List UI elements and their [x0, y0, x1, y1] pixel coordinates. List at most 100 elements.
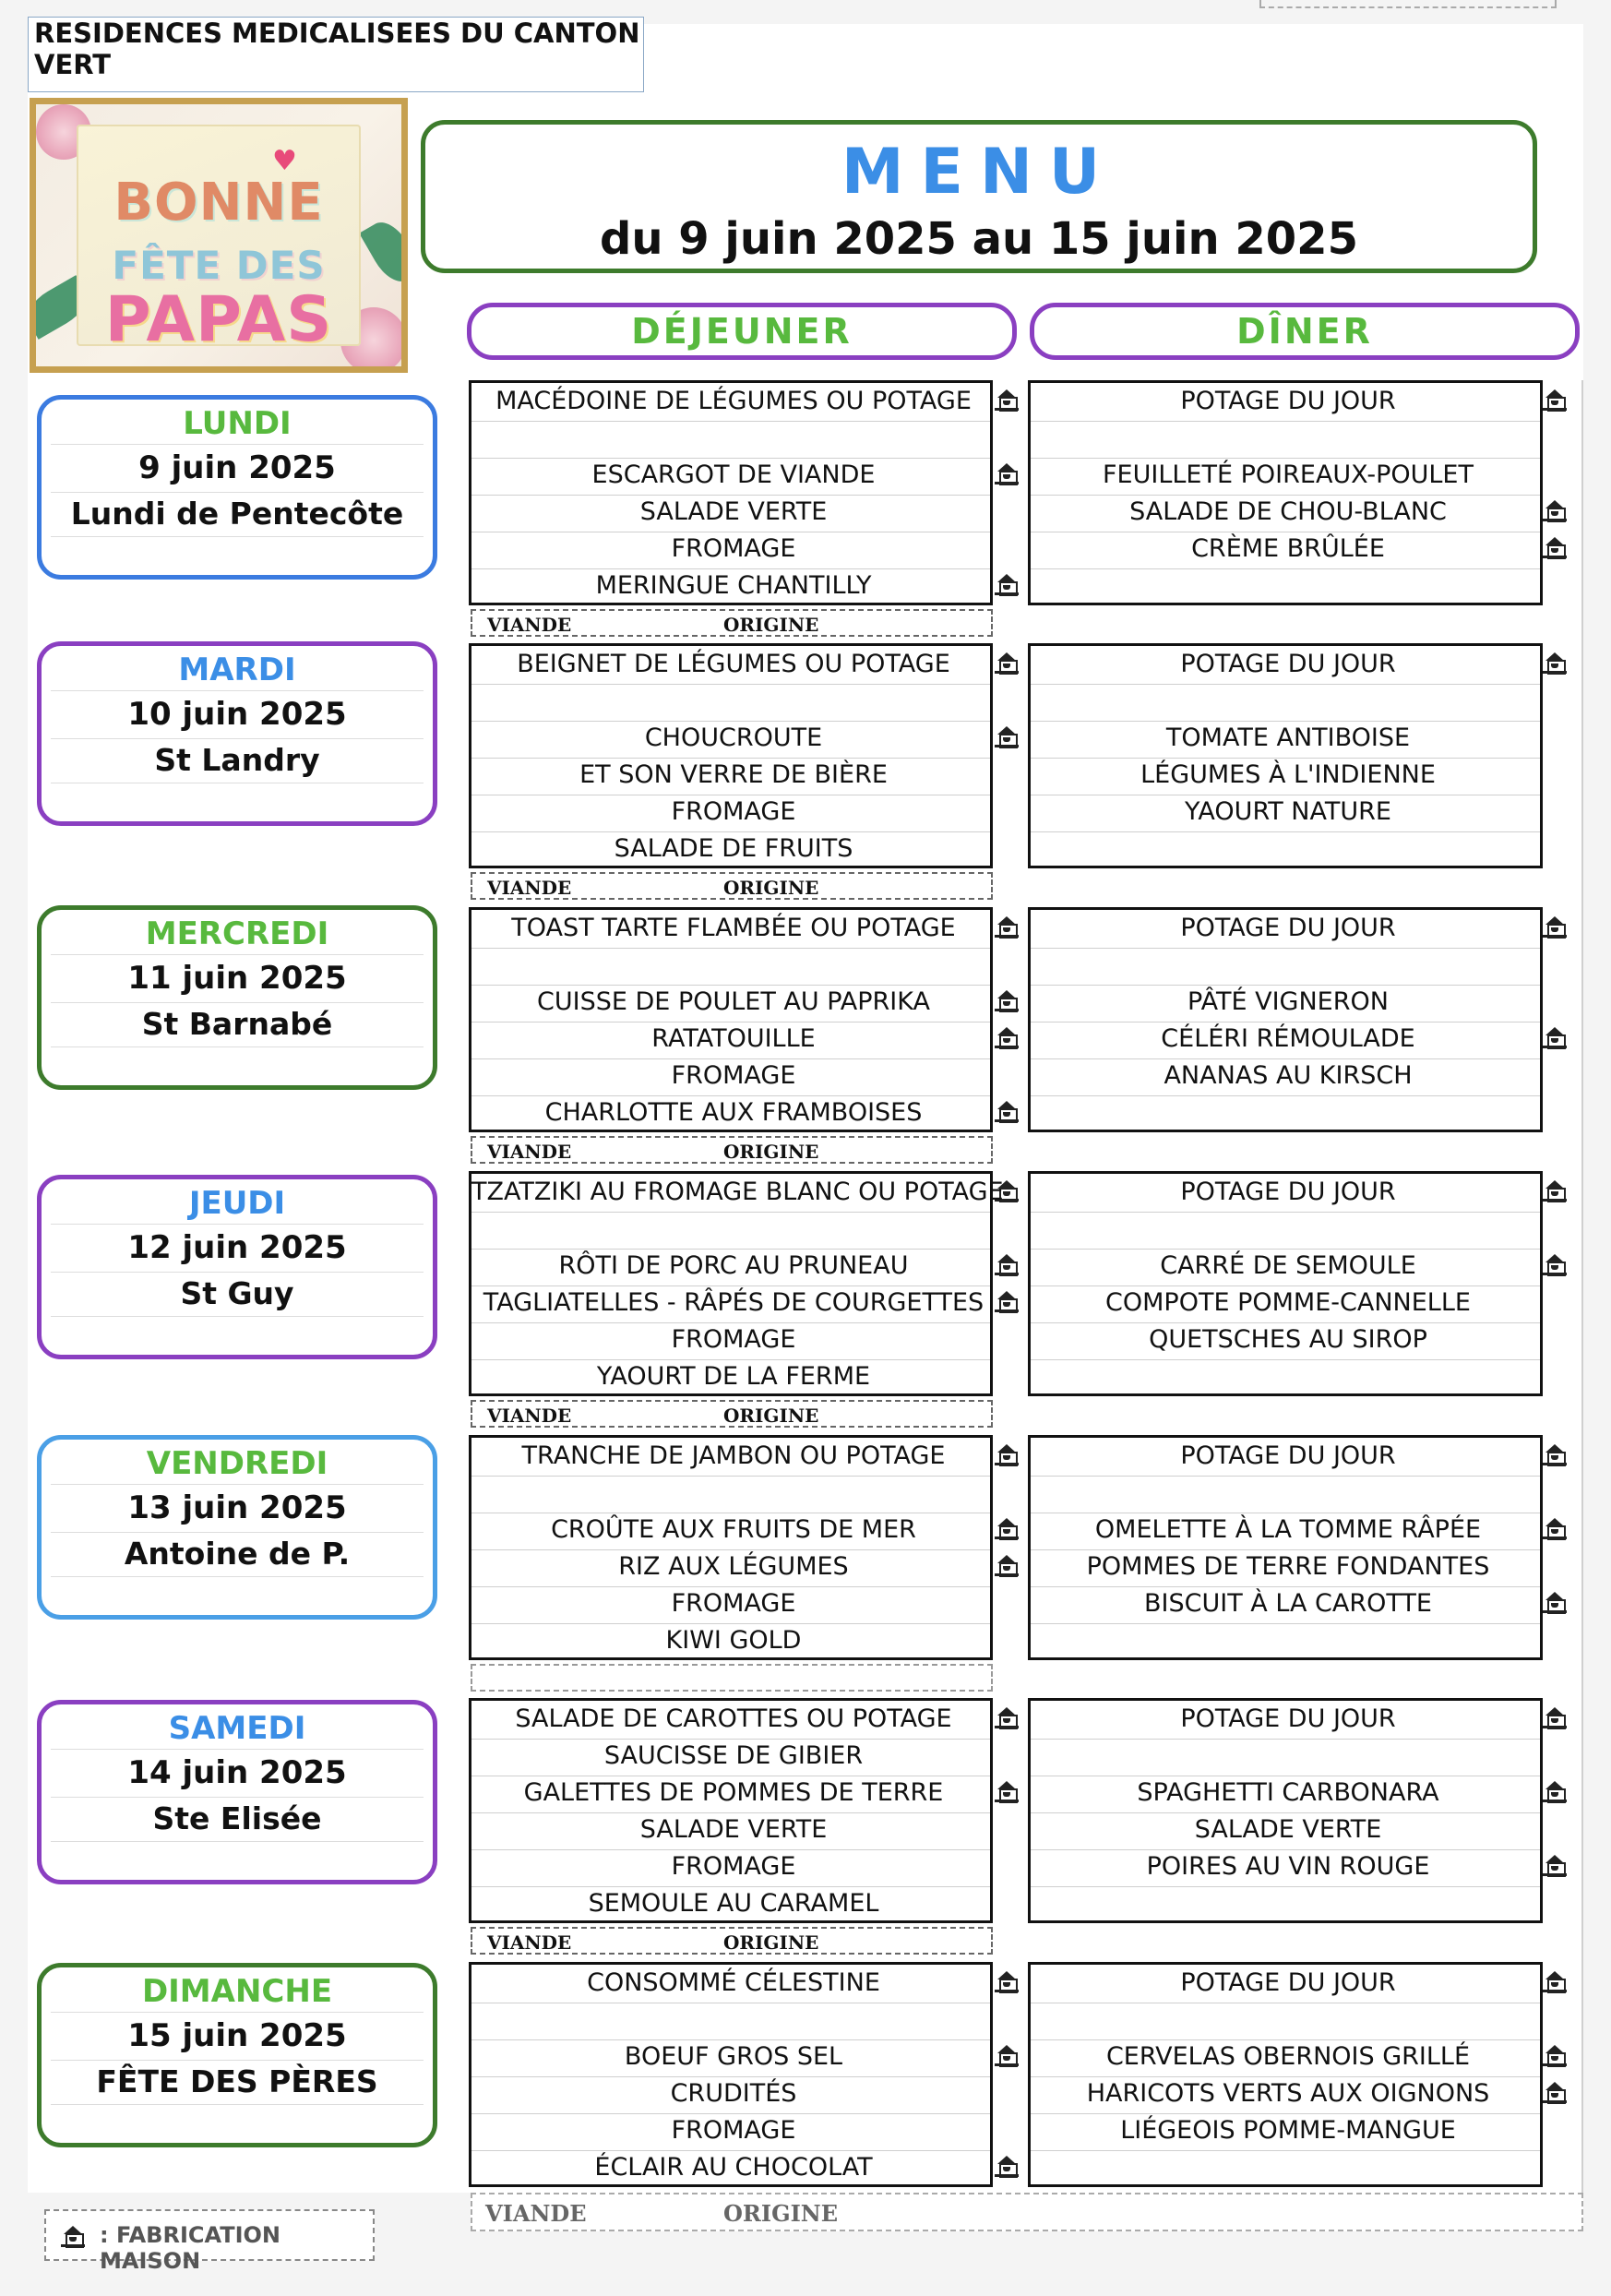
dish-row: FROMAGE [471, 1058, 990, 1096]
dish-name: SAUCISSE DE GIBIER [603, 1741, 864, 1770]
dish-name: FROMAGE [671, 1061, 796, 1090]
homemade-house-icon [1543, 1442, 1567, 1466]
menu-header: MENU du 9 juin 2025 au 15 juin 2025 [421, 120, 1537, 273]
homemade-house-icon [1543, 388, 1567, 412]
origin-label: ORIGINE [723, 2200, 839, 2227]
day-name: SAMEDI [168, 1710, 306, 1747]
homemade-house-icon [1543, 915, 1567, 939]
homemade-house-icon [995, 915, 1019, 939]
origin-label: ORIGINE [723, 877, 819, 899]
dish-row: TZATZIKI AU FROMAGE BLANC OU POTAGE [471, 1174, 1004, 1213]
dish-name: FROMAGE [671, 1325, 796, 1354]
dish-name: RATATOUILLE [651, 1024, 816, 1053]
dish-name: SPAGHETTI CARBONARA [1137, 1778, 1439, 1807]
dish-name: FROMAGE [671, 2116, 796, 2145]
homemade-house-icon [995, 651, 1019, 675]
dish-name: POTAGE DU JOUR [1180, 387, 1396, 415]
dish-name: CUISSE DE POULET AU PAPRIKA [537, 987, 930, 1016]
dinner-header: DÎNER [1030, 303, 1580, 360]
page-edge-marker [1259, 0, 1557, 8]
dish-row: CRÈME BRÛLÉE [1031, 531, 1540, 569]
homemade-house-icon [1543, 498, 1567, 522]
dish-name: FROMAGE [671, 1589, 796, 1618]
dish-name: CHOUCROUTE [644, 723, 823, 752]
dish-row [1031, 2002, 1540, 2040]
homemade-house-icon [995, 1779, 1019, 1803]
dish-row: CHOUCROUTE [471, 720, 990, 759]
homemade-house-icon [995, 1289, 1019, 1313]
dish-row: GALETTES DE POMMES DE TERRE [471, 1775, 990, 1813]
dish-row: LIÉGEOIS POMME-MANGUE [1031, 2112, 1540, 2151]
lunch-header: DÉJEUNER [467, 303, 1017, 360]
homemade-house-icon [995, 1705, 1019, 1729]
dish-row: FROMAGE [471, 1848, 990, 1887]
dish-row [1031, 568, 1540, 605]
dish-row: KIWI GOLD [471, 1622, 990, 1660]
dish-row: CARRÉ DE SEMOULE [1031, 1248, 1540, 1286]
dish-row: SALADE VERTE [471, 1812, 990, 1850]
dish-row: COMPOTE POMME-CANNELLE [1031, 1285, 1540, 1323]
dish-name: FROMAGE [671, 797, 796, 826]
organization-name: RESIDENCES MEDICALISEES DU CANTON VERT [28, 17, 644, 92]
menu-title: MENU [841, 136, 1117, 209]
homemade-house-icon [995, 1442, 1019, 1466]
dish-row: CÉLÉRI RÉMOULADE [1031, 1021, 1540, 1059]
day-saint: Ste Elisée [152, 1800, 322, 1836]
dish-row: POTAGE DU JOUR [1031, 1965, 1540, 2003]
dish-row: CERVELAS OBERNOIS GRILLÉ [1031, 2039, 1540, 2077]
dish-row [1031, 1622, 1540, 1660]
homemade-house-icon [1543, 2043, 1567, 2067]
dish-name: SALADE DE CAROTTES OU POTAGE [515, 1704, 952, 1733]
day-saint: FÊTE DES PÈRES [96, 2063, 378, 2099]
day-name: MERCREDI [145, 915, 329, 952]
dish-name: POTAGE DU JOUR [1180, 1441, 1396, 1470]
dish-name: RIZ AUX LÉGUMES [618, 1552, 849, 1581]
dish-name: CRUDITÉS [670, 2079, 797, 2108]
dish-name: CERVELAS OBERNOIS GRILLÉ [1105, 2042, 1471, 2071]
dish-name: LIÉGEOIS POMME-MANGUE [1120, 2116, 1456, 2145]
dish-row [1031, 1475, 1540, 1513]
homemade-house-icon [1543, 1779, 1567, 1803]
dish-row: ANANAS AU KIRSCH [1031, 1058, 1540, 1096]
homemade-house-icon [1543, 1705, 1567, 1729]
legend-text: : FABRICATION MAISON [100, 2222, 280, 2274]
dish-row [471, 947, 990, 986]
day-name: VENDREDI [146, 1445, 328, 1482]
day-saint: St Barnabé [141, 1006, 333, 1042]
dish-name: KIWI GOLD [665, 1626, 802, 1655]
homemade-house-icon [995, 724, 1019, 748]
dish-row: FROMAGE [471, 2112, 990, 2151]
homemade-house-icon [995, 388, 1019, 412]
dish-row: MACÉDOINE DE LÉGUMES OU POTAGE [471, 383, 990, 422]
homemade-house-icon [1543, 1969, 1567, 1993]
dish-row: SALADE VERTE [1031, 1812, 1540, 1850]
dish-row: TOAST TARTE FLAMBÉE OU POTAGE [471, 910, 990, 949]
dish-name: SEMOULE AU CARAMEL [588, 1889, 879, 1918]
dish-row: POTAGE DU JOUR [1031, 1438, 1540, 1477]
dish-name: ÉCLAIR AU CHOCOLAT [594, 2153, 873, 2182]
dish-row: POTAGE DU JOUR [1031, 646, 1540, 685]
origin-label: ORIGINE [723, 614, 819, 636]
dish-row: SALADE VERTE [471, 494, 990, 532]
dish-row: SALADE DE CHOU-BLANC [1031, 494, 1540, 532]
day-saint: St Landry [154, 742, 320, 778]
dish-name: COMPOTE POMME-CANNELLE [1105, 1288, 1471, 1317]
legend: : FABRICATION MAISON [44, 2209, 375, 2274]
dish-name: SALADE VERTE [639, 497, 828, 526]
day-date: 14 juin 2025 [127, 1754, 347, 1791]
day-date: 9 juin 2025 [138, 449, 336, 486]
homemade-house-icon [995, 1099, 1019, 1123]
meat-label: VIANDE [487, 1931, 572, 1954]
day-date: 15 juin 2025 [127, 2017, 347, 2054]
homemade-house-icon [1543, 1516, 1567, 1540]
dish-row [1031, 420, 1540, 459]
